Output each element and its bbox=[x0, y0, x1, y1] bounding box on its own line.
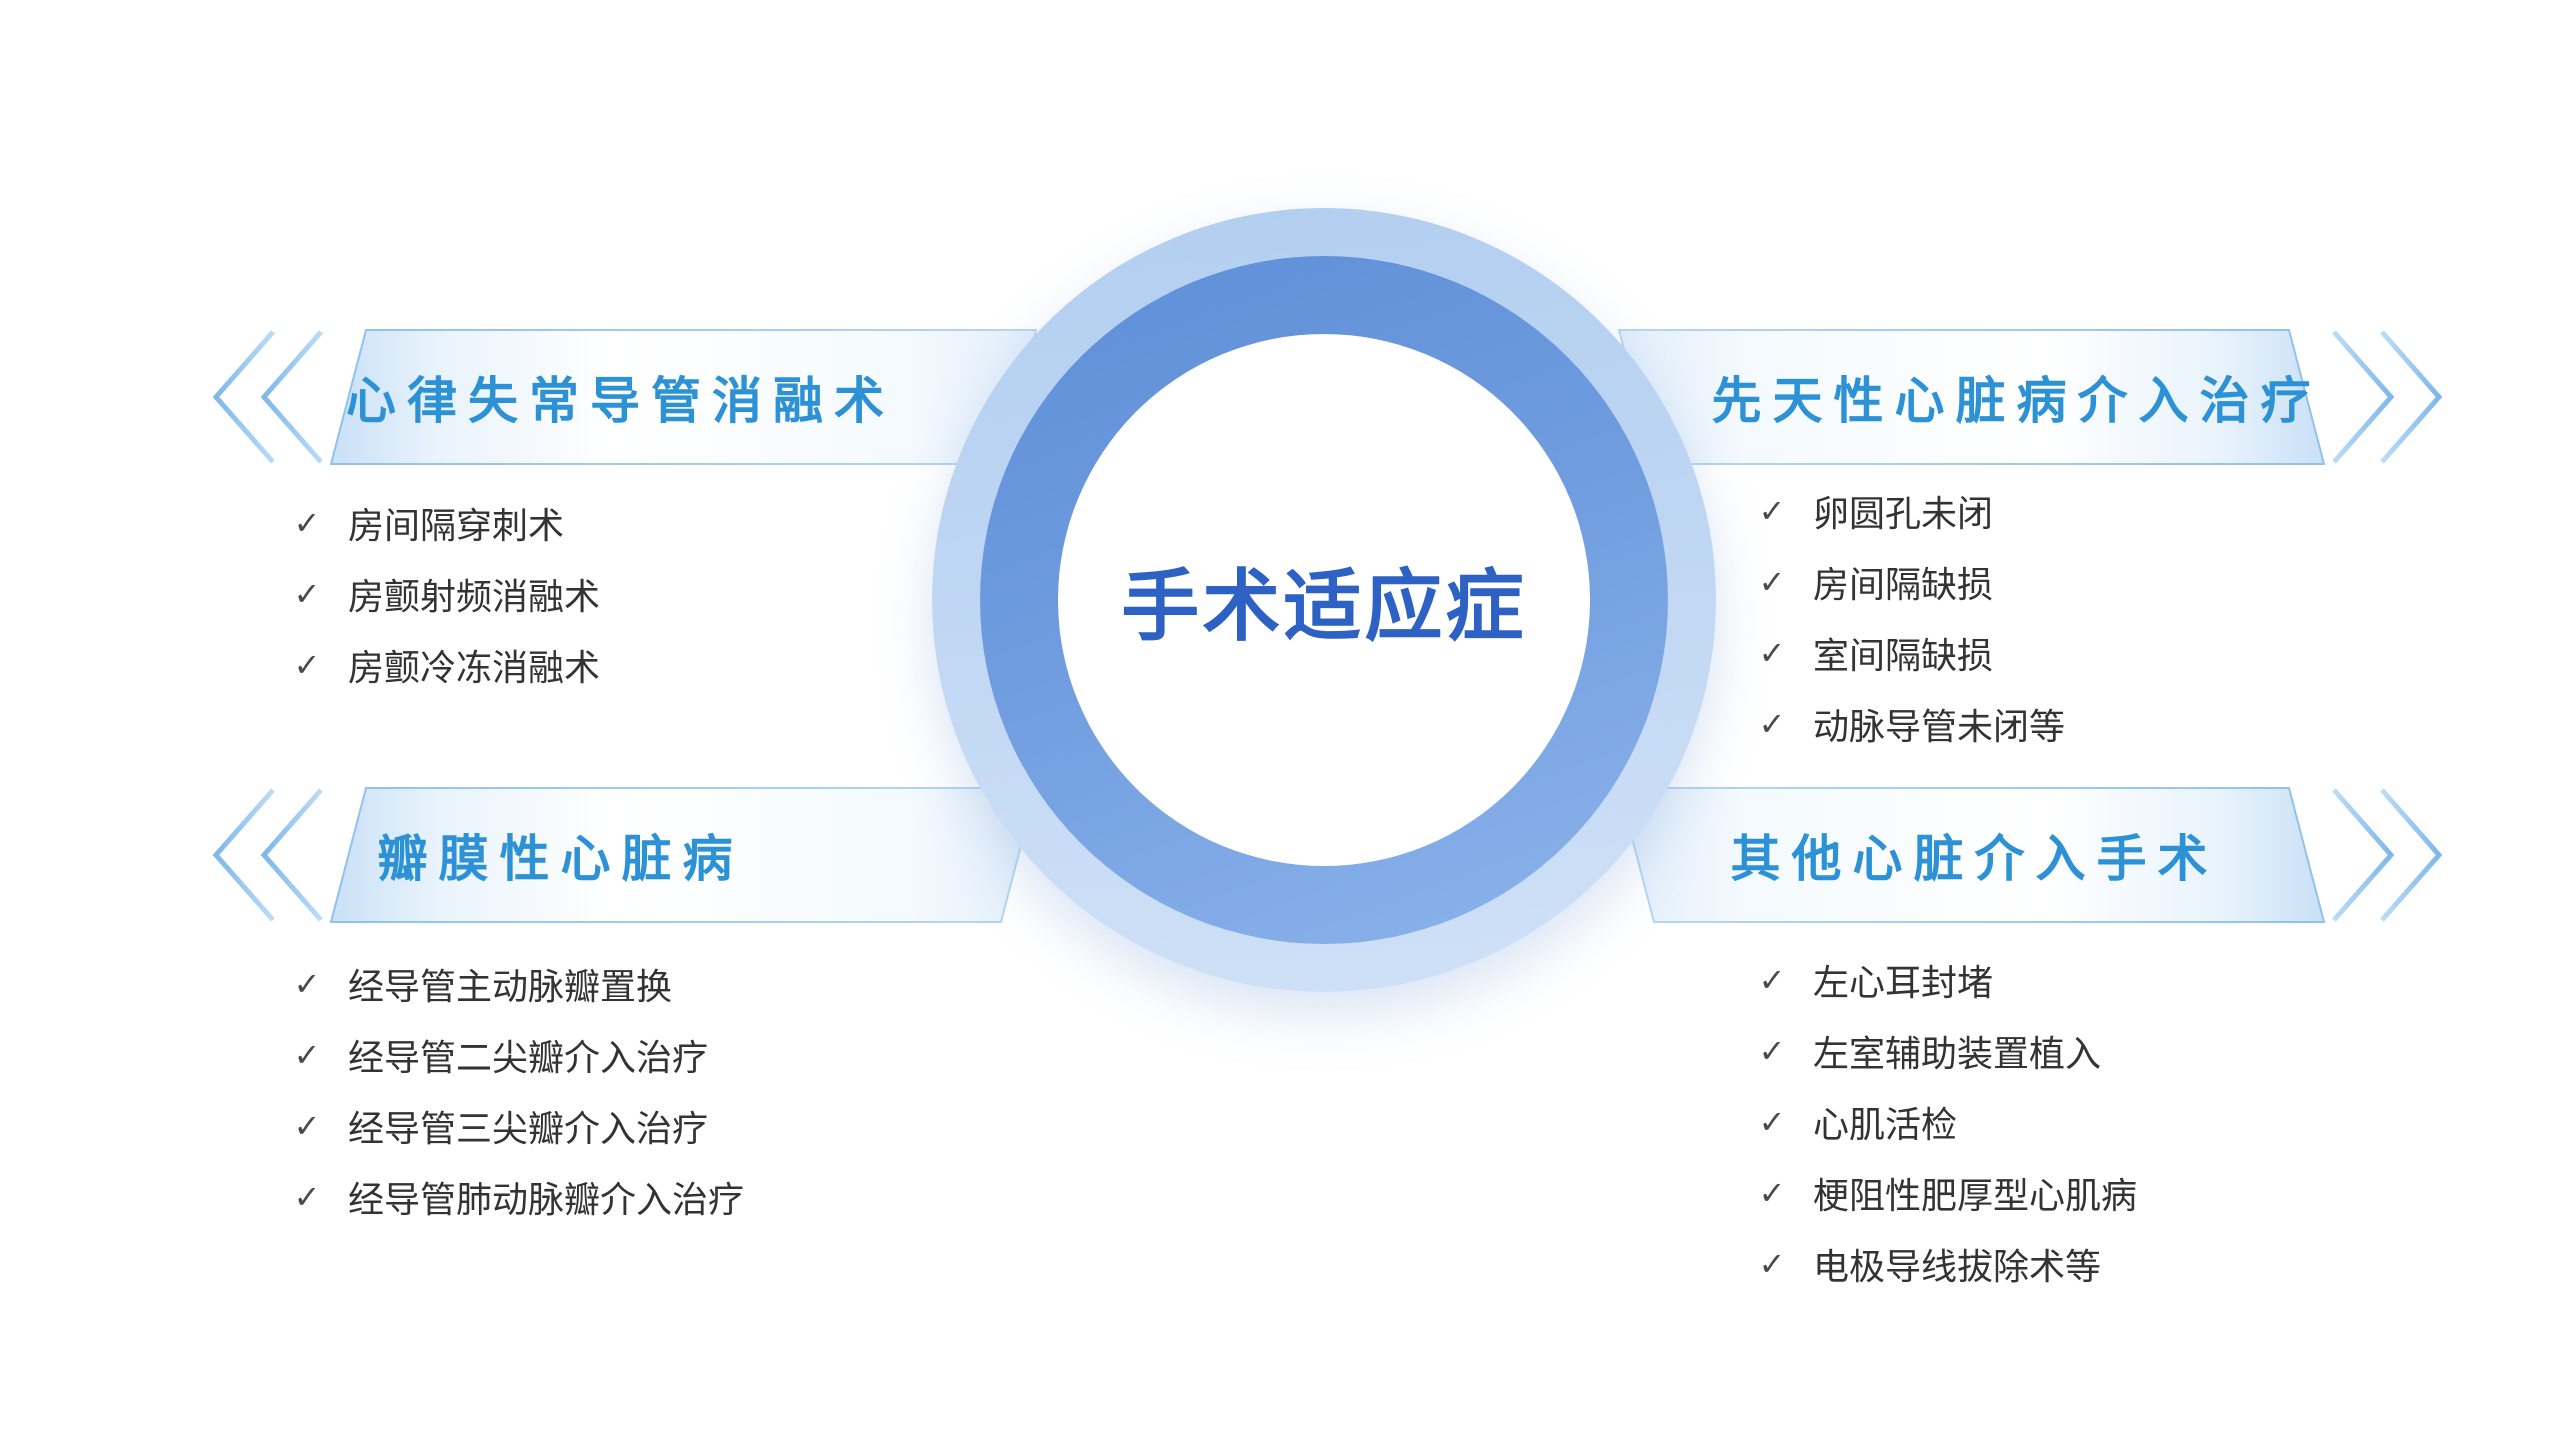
list-item: ✓ 房颤射频消融术 bbox=[290, 558, 600, 629]
check-icon: ✓ bbox=[293, 504, 321, 541]
list-item: ✓ 卵圆孔未闭 bbox=[1755, 475, 2065, 546]
check-icon: ✓ bbox=[1758, 1103, 1786, 1140]
chevron-right-icon bbox=[2332, 788, 2395, 922]
center-ring-mid: 手术适应症 bbox=[980, 256, 1668, 944]
list-valvular-heart-disease: ✓ 经导管主动脉瓣置换 ✓ 经导管二尖瓣介入治疗 ✓ 经导管三尖瓣介入治疗 ✓ 经导管肺动脉瓣… bbox=[290, 948, 744, 1232]
list-item: ✓ 室间隔缺损 bbox=[1755, 617, 2065, 688]
list-item-text: 经导管肺动脉瓣介入治疗 bbox=[348, 1178, 745, 1220]
center-ring-outer: 手术适应症 bbox=[932, 208, 1716, 992]
list-item: ✓ 经导管主动脉瓣置换 bbox=[290, 948, 744, 1019]
section-title-other: 其他心脏介入手术 bbox=[1730, 831, 2219, 887]
section-title-valvular: 瓣膜性心脏病 bbox=[377, 831, 744, 887]
center-title: 手术适应症 bbox=[1121, 562, 1527, 650]
list-item: ✓ 电极导线拔除术等 bbox=[1755, 1228, 2137, 1299]
list-item-text: 梗阻性肥厚型心肌病 bbox=[1813, 1174, 2138, 1216]
banner-valvular-heart-disease: 瓣膜性心脏病 bbox=[198, 780, 1043, 930]
list-item-text: 房颤冷冻消融术 bbox=[348, 646, 601, 688]
list-item-text: 房间隔穿刺术 bbox=[348, 504, 565, 546]
check-icon: ✓ bbox=[1758, 705, 1786, 742]
check-icon: ✓ bbox=[293, 1178, 321, 1215]
list-item-text: 房间隔缺损 bbox=[1813, 563, 1994, 605]
chevron-left-icon bbox=[212, 330, 275, 464]
chevron-left-icon bbox=[260, 330, 323, 464]
list-item-text: 经导管二尖瓣介入治疗 bbox=[348, 1036, 709, 1078]
chevron-right-icon bbox=[2380, 788, 2443, 922]
list-item-text: 经导管主动脉瓣置换 bbox=[348, 965, 673, 1007]
chevron-right-icon bbox=[2380, 330, 2443, 464]
check-icon: ✓ bbox=[293, 965, 321, 1002]
list-item: ✓ 左室辅助装置植入 bbox=[1755, 1015, 2137, 1086]
check-icon: ✓ bbox=[1758, 961, 1786, 998]
list-item: ✓ 左心耳封堵 bbox=[1755, 944, 2137, 1015]
list-item: ✓ 动脉导管未闭等 bbox=[1755, 688, 2065, 759]
list-item: ✓ 房间隔缺损 bbox=[1755, 546, 2065, 617]
list-item-text: 左心耳封堵 bbox=[1813, 961, 1994, 1003]
check-icon: ✓ bbox=[1758, 634, 1786, 671]
list-item: ✓ 经导管二尖瓣介入治疗 bbox=[290, 1019, 744, 1090]
check-icon: ✓ bbox=[1758, 1245, 1786, 1282]
banner-band-shape bbox=[329, 787, 1038, 923]
list-item-text: 经导管三尖瓣介入治疗 bbox=[348, 1107, 709, 1149]
check-icon: ✓ bbox=[1758, 1174, 1786, 1211]
banner-arrhythmia-catheter-ablation: 心律失常导管消融术 bbox=[198, 322, 1043, 472]
list-item-text: 左室辅助装置植入 bbox=[1813, 1032, 2102, 1074]
check-icon: ✓ bbox=[1758, 1032, 1786, 1069]
ribbon-left-svg bbox=[212, 787, 1038, 923]
check-icon: ✓ bbox=[293, 1107, 321, 1144]
list-item-text: 室间隔缺损 bbox=[1813, 634, 1994, 676]
center-circle: 手术适应症 bbox=[1058, 334, 1590, 866]
check-icon: ✓ bbox=[1758, 492, 1786, 529]
list-item: ✓ 经导管三尖瓣介入治疗 bbox=[290, 1090, 744, 1161]
list-item-text: 电极导线拔除术等 bbox=[1813, 1245, 2102, 1287]
chevron-left-icon bbox=[260, 788, 323, 922]
chevron-left-icon bbox=[212, 788, 275, 922]
list-item: ✓ 房颤冷冻消融术 bbox=[290, 629, 600, 700]
list-item-text: 心肌活检 bbox=[1813, 1103, 1958, 1145]
banner-congenital-heart-disease: 先天性心脏病介入治疗 bbox=[1612, 322, 2457, 472]
banner-band-shape bbox=[1617, 787, 2326, 923]
list-other-cardiac-interventions: ✓ 左心耳封堵 ✓ 左室辅助装置植入 ✓ 心肌活检 ✓ 梗阻性肥厚型心肌病 ✓ 电极导线拔除术等 bbox=[1755, 944, 2137, 1299]
list-item-text: 房颤射频消融术 bbox=[348, 575, 601, 617]
check-icon: ✓ bbox=[293, 575, 321, 612]
check-icon: ✓ bbox=[293, 646, 321, 683]
section-title-arrhythmia: 心律失常导管消融术 bbox=[346, 373, 895, 429]
list-item: ✓ 心肌活检 bbox=[1755, 1086, 2137, 1157]
list-item: ✓ 经导管肺动脉瓣介入治疗 bbox=[290, 1161, 744, 1232]
list-arrhythmia-catheter-ablation: ✓ 房间隔穿刺术 ✓ 房颤射频消融术 ✓ 房颤冷冻消融术 bbox=[290, 487, 600, 700]
list-item-text: 卵圆孔未闭 bbox=[1813, 492, 1994, 534]
ribbon-right-svg bbox=[1617, 787, 2443, 923]
chevron-right-icon bbox=[2332, 330, 2395, 464]
section-title-congenital: 先天性心脏病介入治疗 bbox=[1711, 373, 2322, 429]
check-icon: ✓ bbox=[293, 1036, 321, 1073]
list-congenital-heart-disease: ✓ 卵圆孔未闭 ✓ 房间隔缺损 ✓ 室间隔缺损 ✓ 动脉导管未闭等 bbox=[1755, 475, 2065, 759]
list-item-text: 动脉导管未闭等 bbox=[1813, 705, 2066, 747]
list-item: ✓ 梗阻性肥厚型心肌病 bbox=[1755, 1157, 2137, 1228]
list-item: ✓ 房间隔穿刺术 bbox=[290, 487, 600, 558]
check-icon: ✓ bbox=[1758, 563, 1786, 600]
banner-other-cardiac-interventions: 其他心脏介入手术 bbox=[1612, 780, 2457, 930]
